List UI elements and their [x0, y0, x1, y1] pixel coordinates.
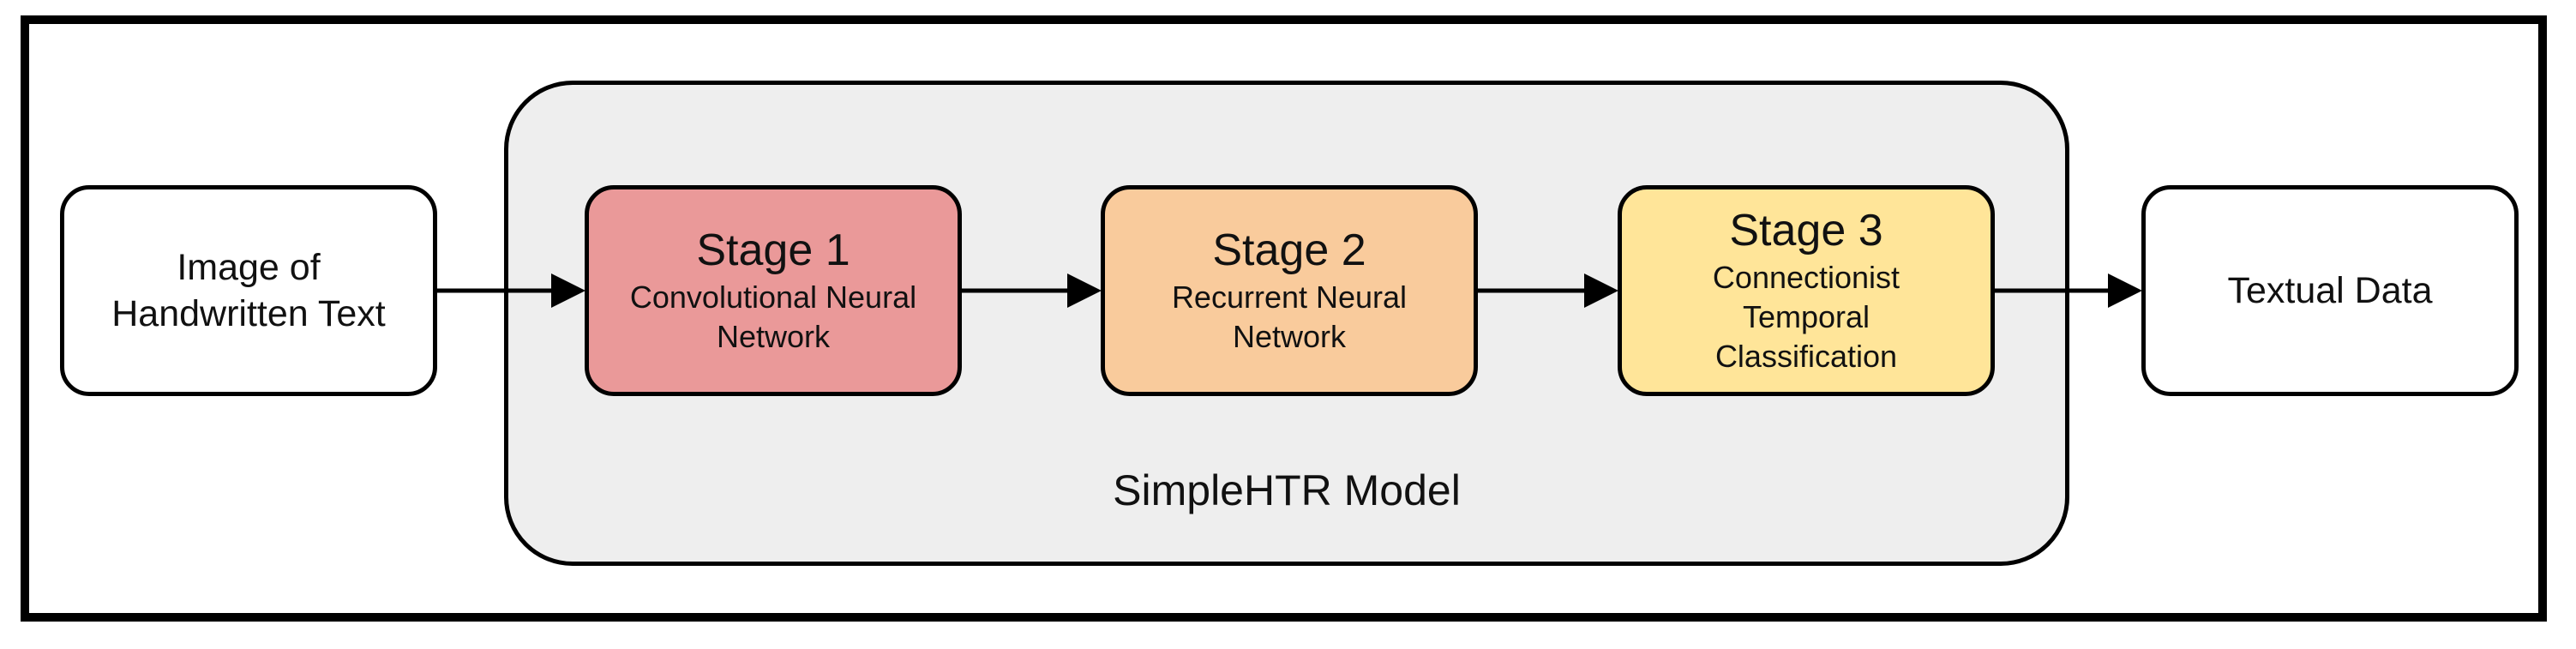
stage-3-description: Connectionist Temporal Classification [1712, 260, 1900, 374]
input-label: Image of Handwritten Text [111, 247, 386, 334]
stage-2-description: Recurrent Neural Network [1171, 279, 1408, 354]
stage-1-description: Convolutional Neural Network [629, 279, 917, 354]
stage-3-title: Stage 3 [1729, 206, 1883, 255]
stage-2-title: Stage 2 [1212, 225, 1366, 275]
output-box: Textual Data [2141, 185, 2519, 396]
model-label: SimpleHTR Model [1113, 466, 1461, 514]
stage-1-box: Stage 1 Convolutional Neural Network [585, 185, 962, 396]
diagram-frame [21, 15, 2547, 622]
input-box: Image of Handwritten Text [60, 185, 437, 396]
stage-1-title: Stage 1 [696, 225, 850, 275]
output-label: Textual Data [2227, 270, 2433, 311]
stage-2-box: Stage 2 Recurrent Neural Network [1101, 185, 1478, 396]
stage-3-box: Stage 3 Connectionist Temporal Classific… [1618, 185, 1995, 396]
